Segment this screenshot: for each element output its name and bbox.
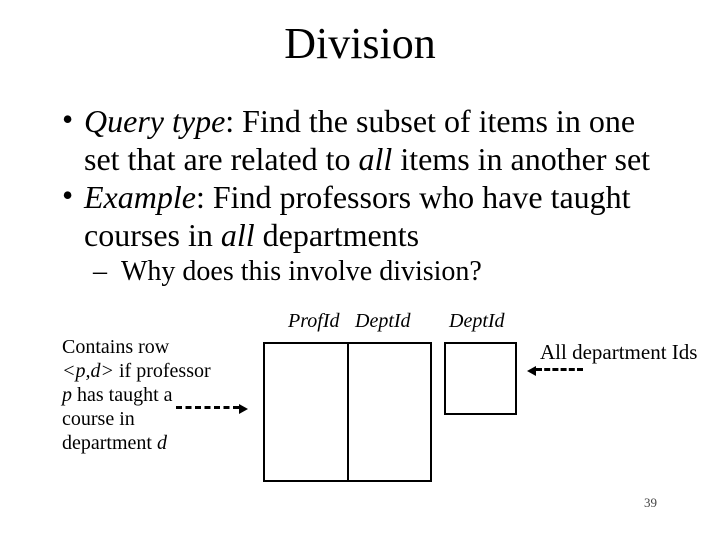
dashed-arrow-left-icon	[527, 366, 583, 376]
text-run: departments	[254, 217, 420, 253]
text-run: all	[220, 217, 255, 253]
bullet-icon: •	[62, 101, 74, 137]
page-title: Division	[284, 19, 436, 68]
text-run: department	[62, 432, 157, 454]
text-run: course in	[62, 408, 135, 430]
text-run: courses in	[84, 217, 221, 253]
text-run: : Find the subset of items in one	[225, 103, 636, 139]
right-annotation: All department Ids	[540, 340, 698, 364]
text-run: d	[156, 432, 167, 454]
text-run: set that are related to	[84, 141, 359, 177]
bullet-text-line: courses in all departments	[84, 216, 702, 254]
left-annotation: Contains row <p,d> if professor p has ta…	[62, 335, 272, 455]
text-run: Example	[84, 179, 196, 215]
column-header-deptid: DeptId	[355, 310, 411, 332]
annotation-line: p has taught a	[62, 383, 272, 407]
bullet-icon: •	[62, 177, 74, 213]
bullet-text-line: set that are related to all items in ano…	[84, 140, 702, 178]
text-run: Contains row	[62, 336, 170, 358]
sub-bullet-item-why-division: –Why does this involve division?	[93, 254, 702, 290]
column-divider	[347, 344, 349, 480]
arrow-shaft	[536, 368, 583, 371]
text-run: Query type	[84, 103, 226, 139]
bullet-text-line: Query type: Find the subset of items in …	[84, 102, 702, 140]
text-run: Why does this involve division?	[121, 256, 482, 287]
text-run: <p,d>	[62, 360, 114, 382]
page-number: 39	[644, 495, 657, 510]
dash-icon: –	[93, 256, 107, 287]
text-run: p	[62, 384, 72, 406]
annotation-line: <p,d> if professor	[62, 359, 272, 383]
text-run: if professor	[114, 360, 211, 382]
text-run: all	[358, 141, 393, 177]
annotation-line: course in	[62, 407, 272, 431]
text-run: has taught a	[72, 384, 173, 406]
arrow-head	[239, 404, 248, 414]
bullet-list: • Query type: Find the subset of items i…	[62, 101, 702, 290]
bullet-item-example: • Example: Find professors who have taug…	[62, 177, 702, 254]
arrow-shaft	[176, 406, 239, 409]
text-run: : Find professors who have taught	[195, 179, 631, 215]
arrow-head	[527, 366, 536, 376]
bullet-text-line: Example: Find professors who have taught	[84, 178, 702, 216]
column-header-profid: ProfId	[288, 310, 340, 332]
column-header-deptid-2: DeptId	[449, 310, 505, 332]
relation-table-deptid	[444, 342, 517, 415]
bullet-item-query-type: • Query type: Find the subset of items i…	[62, 101, 702, 178]
annotation-line: Contains row	[62, 335, 272, 359]
relation-table-profid-deptid	[263, 342, 432, 482]
text-run: items in another set	[392, 141, 651, 177]
dashed-arrow-right-icon	[176, 404, 248, 414]
annotation-line: department d	[62, 431, 272, 455]
